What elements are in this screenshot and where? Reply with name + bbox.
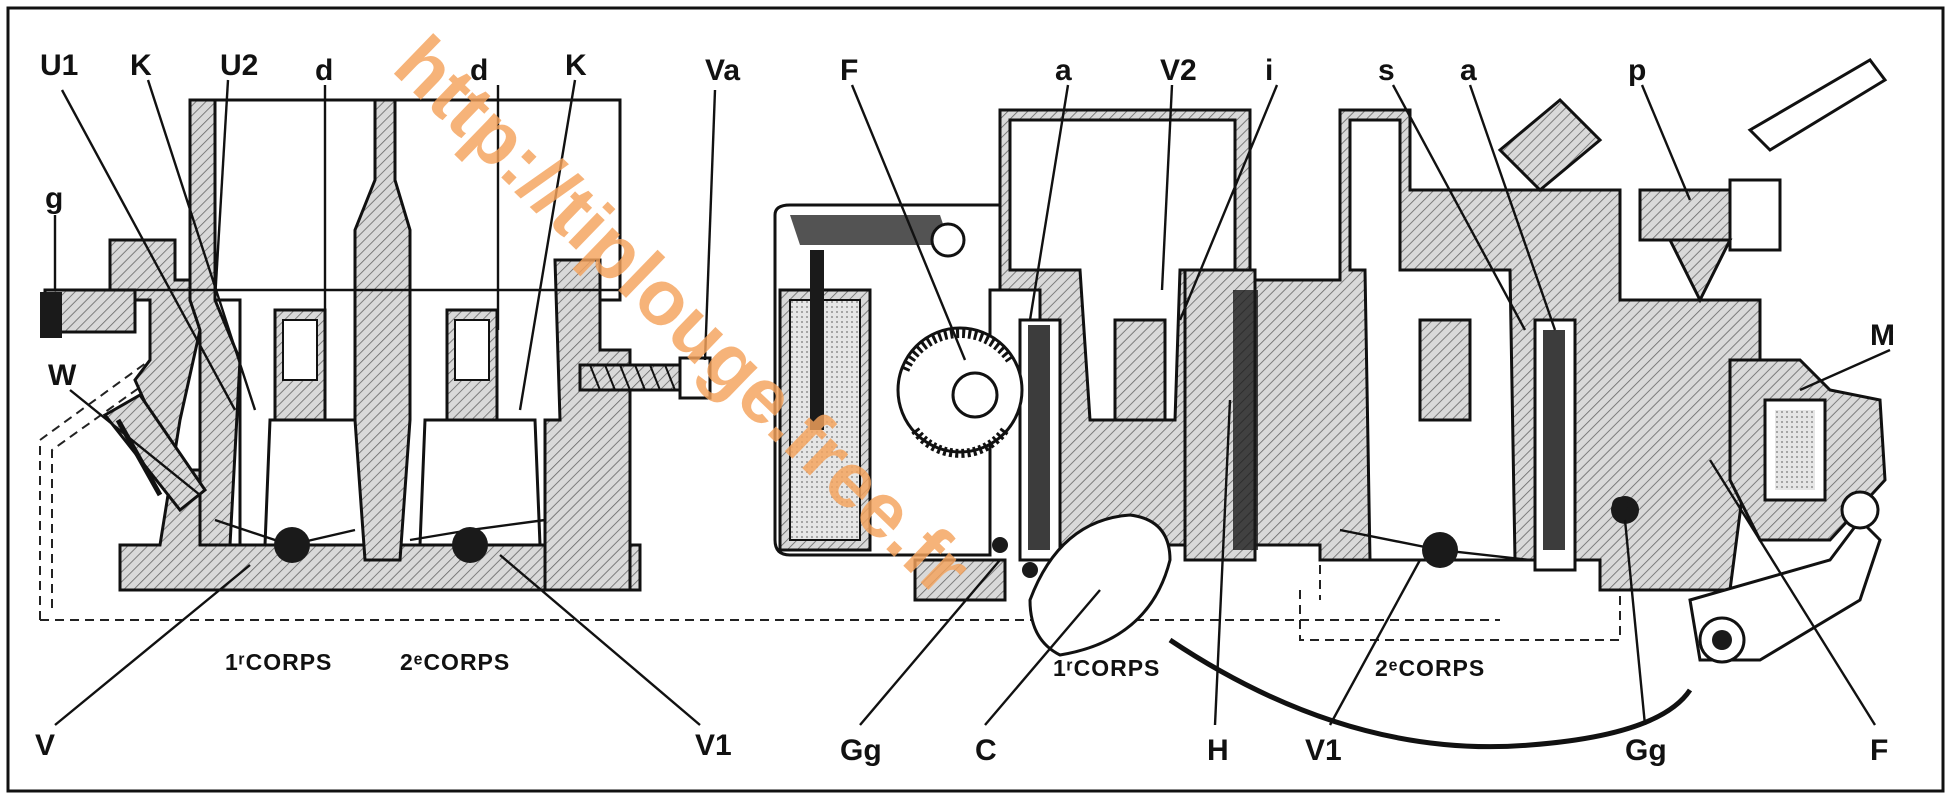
label-a-left: a [1055, 54, 1072, 87]
label-v1-right: V1 [1305, 734, 1342, 767]
corps-right-1: 1ʳCORPS [1053, 655, 1160, 681]
label-d-right: d [470, 54, 488, 87]
label-g: g [45, 182, 63, 215]
label-v1-left: V1 [695, 729, 732, 762]
corps-left-2: 2ᵉCORPS [400, 649, 510, 675]
right-throat-1 [1008, 118, 1237, 422]
left-left-wall [188, 98, 242, 547]
label-i: i [1265, 54, 1273, 87]
labels: U1 K U2 d d K Va g W V V1 F a V2 i s a p… [35, 49, 1895, 767]
throttle-shaft-3 [1422, 532, 1458, 568]
label-m: M [1870, 319, 1895, 352]
label-f-bottom: F [1870, 734, 1888, 767]
label-va: Va [705, 54, 740, 87]
left-carburetor [39, 98, 1500, 621]
right-carburetor [773, 58, 1888, 750]
corps-left-1: 1ʳCORPS [225, 649, 332, 675]
label-k-right: K [565, 49, 587, 82]
label-f-top: F [840, 54, 858, 87]
label-c: C [975, 734, 997, 767]
label-h: H [1207, 734, 1229, 767]
label-k-left: K [130, 49, 152, 82]
label-w: W [48, 359, 77, 392]
linkage-rod [1168, 637, 1693, 750]
label-p: p [1628, 54, 1646, 87]
choke-disc [1028, 513, 1172, 657]
valve-p [1497, 97, 1603, 193]
left-center-divider [353, 98, 412, 562]
throttle-shaft-1 [274, 527, 310, 563]
label-gg-right: Gg [1625, 734, 1667, 767]
label-v2: V2 [1160, 54, 1197, 87]
label-u2: U2 [220, 49, 258, 82]
label-a-right: a [1460, 54, 1477, 87]
screw-w [102, 393, 208, 513]
label-s: s [1378, 54, 1395, 87]
corps-right-2: 2ᵉCORPS [1375, 655, 1485, 681]
leader-lines [53, 79, 1891, 726]
label-gg-left: Gg [840, 734, 882, 767]
label-v: V [35, 729, 55, 762]
label-u1: U1 [40, 49, 78, 82]
throttle-shaft-2 [452, 527, 488, 563]
frame-border [6, 6, 1945, 793]
label-d-left: d [315, 54, 333, 87]
